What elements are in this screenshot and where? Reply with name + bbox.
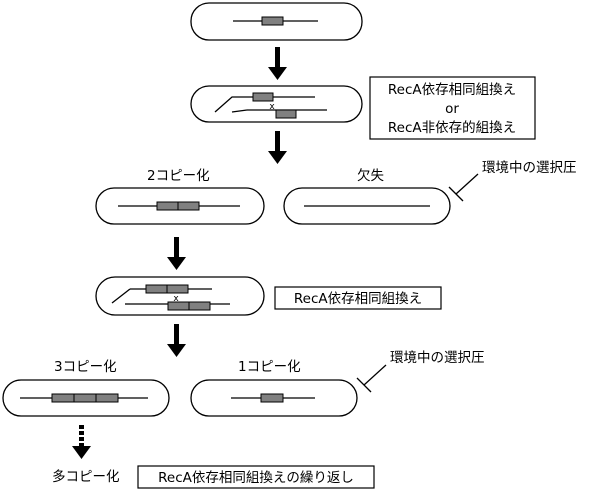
multi-copy-label: 多コピー化 xyxy=(52,468,120,485)
gene-copy xyxy=(95,393,119,403)
three-copy-label: 3コピー化 xyxy=(54,359,117,375)
arrow-down-1 xyxy=(268,47,287,80)
gene-copy xyxy=(73,393,97,403)
selection-pressure-2: 環境中の選択圧 xyxy=(356,350,485,393)
deletion-label: 欠失 xyxy=(357,168,384,184)
arrow-down-4 xyxy=(167,324,186,357)
repeat-label: RecA依存相同組換えの繰り返し xyxy=(158,470,354,486)
recombination-box-1: RecA依存相同組換え or RecA非依存的組換え xyxy=(369,76,536,140)
gene-copy xyxy=(51,393,75,403)
selection-pressure-label-1: 環境中の選択圧 xyxy=(482,160,577,176)
gene-copy xyxy=(156,201,179,211)
cell-recombination-2: x xyxy=(95,276,265,316)
gene-copy xyxy=(260,393,284,403)
gene-copy xyxy=(261,16,284,26)
gene-copy xyxy=(166,284,189,294)
gene-copy xyxy=(145,284,168,294)
cell-one-copy xyxy=(190,379,358,417)
gene-copy xyxy=(252,92,274,102)
recombination-line-1: RecA依存相同組換え xyxy=(388,82,516,98)
arrow-down-3 xyxy=(167,237,186,270)
selection-pressure-label-2: 環境中の選択圧 xyxy=(390,350,485,366)
arrow-down-dashed xyxy=(72,425,91,459)
two-copy-label: 2コピー化 xyxy=(147,168,210,184)
recombination-label-2: RecA依存相同組換え xyxy=(294,291,422,307)
cell-single-copy xyxy=(190,2,363,41)
cell-deletion xyxy=(283,187,451,225)
gene-copy xyxy=(275,109,297,119)
recombination-box-2: RecA依存相同組換え xyxy=(274,286,442,310)
gene-copy xyxy=(177,201,200,211)
cell-recombination-1: x xyxy=(190,85,363,123)
one-copy-label: 1コピー化 xyxy=(238,359,301,375)
cell-two-copies xyxy=(95,187,265,225)
selection-pressure-1: 環境中の選択圧 xyxy=(448,160,577,202)
cell-three-copies xyxy=(2,379,170,417)
arrow-down-2 xyxy=(268,131,287,164)
gene-copy xyxy=(188,301,211,311)
recombination-line-2: or xyxy=(445,101,459,117)
crossover-mark: x xyxy=(173,294,179,304)
repeat-box: RecA依存相同組換えの繰り返し xyxy=(137,465,375,489)
recombination-line-3: RecA非依存的組換え xyxy=(388,120,516,136)
crossover-mark: x xyxy=(269,102,275,112)
